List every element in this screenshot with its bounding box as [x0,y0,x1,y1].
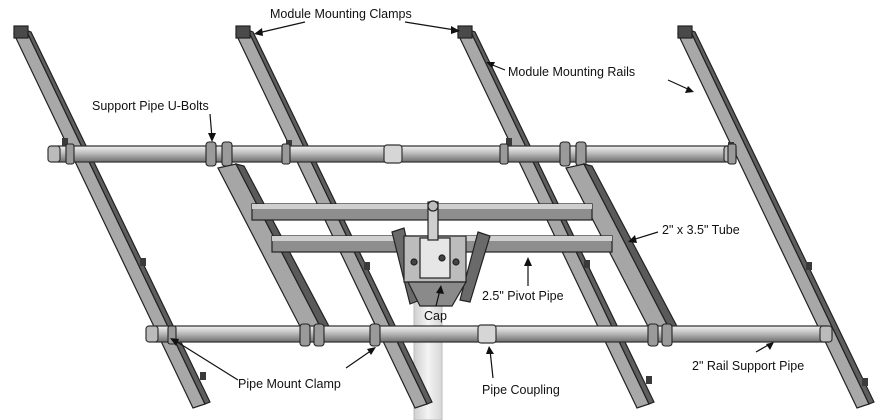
label-tube: 2" x 3.5" Tube [662,223,740,237]
lower-rail-support-pipe [145,323,833,347]
pipe-mount-clamp [369,323,381,347]
label-rail-support-pipe: 2" Rail Support Pipe [692,359,804,373]
cap [407,281,468,307]
label-cap: Cap [424,309,447,323]
pipe-coupling [477,324,497,344]
callout-labels: Module Mounting Clamps Module Mounting R… [92,7,804,397]
label-module-mounting-rails: Module Mounting Rails [508,65,635,79]
leader-lines [170,21,774,381]
label-pipe-coupling: Pipe Coupling [482,383,560,397]
support-pipe-u-bolts [65,141,737,167]
label-support-pipe-u-bolts: Support Pipe U-Bolts [92,99,209,113]
upper-pipe-coupling [383,144,403,164]
upper-rail-support-pipe [47,144,737,164]
label-module-mounting-clamps: Module Mounting Clamps [270,7,412,21]
mounting-rail-1 [13,25,211,409]
label-pipe-mount-clamp: Pipe Mount Clamp [238,377,341,391]
pivot-cap-assembly [391,200,491,307]
label-pivot-pipe: 2.5" Pivot Pipe [482,289,564,303]
mounting-rail-4 [677,25,875,409]
